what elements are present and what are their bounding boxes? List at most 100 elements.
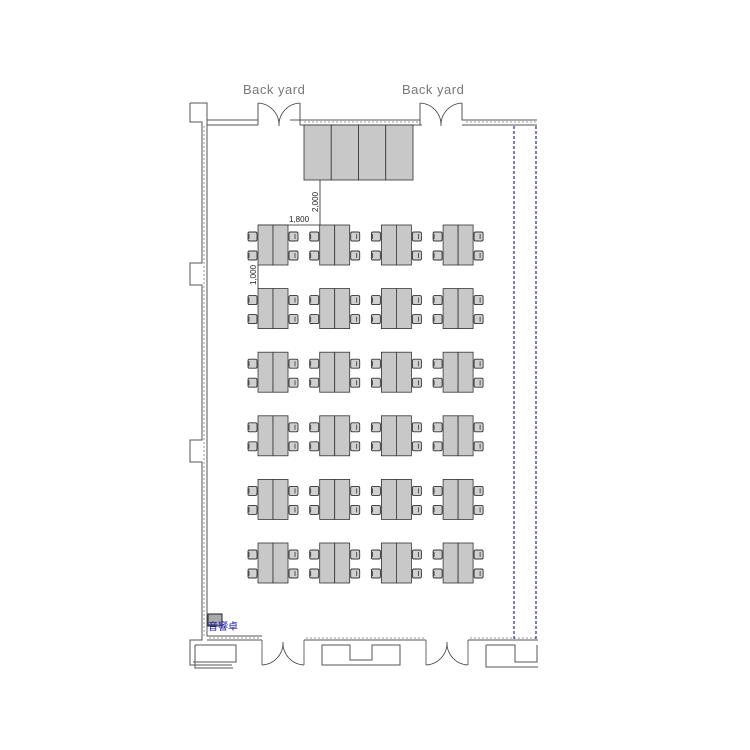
chair: [370, 231, 381, 242]
chair: [370, 549, 381, 560]
table-half: [457, 288, 474, 330]
table-group: [309, 288, 361, 330]
dimension-stage-gap: 2,000: [311, 191, 320, 212]
chair: [350, 441, 361, 452]
chair: [309, 231, 320, 242]
chair: [411, 485, 422, 496]
chair: [411, 358, 422, 369]
table-half: [319, 478, 336, 520]
chair: [309, 422, 320, 433]
chair: [309, 314, 320, 325]
chair: [350, 485, 361, 496]
table-half: [319, 542, 336, 584]
table-half: [395, 288, 412, 330]
chair: [247, 441, 258, 452]
table-half: [257, 478, 274, 520]
table-half: [272, 478, 289, 520]
chair: [473, 441, 484, 452]
table-half: [380, 478, 397, 520]
chair: [473, 568, 484, 579]
table-group: [309, 478, 361, 520]
chair: [432, 358, 443, 369]
chair: [350, 422, 361, 433]
table-group: [370, 288, 422, 330]
stage-panel: [330, 124, 359, 181]
chair: [309, 504, 320, 515]
table-half: [395, 542, 412, 584]
table-half: [395, 415, 412, 457]
chair: [473, 314, 484, 325]
chair: [473, 504, 484, 515]
table-half: [334, 351, 351, 393]
table-group: [309, 224, 361, 266]
table-half: [334, 288, 351, 330]
chair: [247, 295, 258, 306]
table-half: [380, 351, 397, 393]
sound-desk-label: 音響卓: [208, 620, 238, 633]
table-group: [309, 415, 361, 457]
stage-panel: [303, 124, 332, 181]
chair: [370, 377, 381, 388]
door-top-right: [419, 102, 463, 127]
table-half: [380, 224, 397, 266]
chair: [432, 568, 443, 579]
chair: [432, 250, 443, 261]
chair: [350, 295, 361, 306]
chair: [432, 295, 443, 306]
back-yard-label-right: Back yard: [402, 82, 464, 97]
chair: [432, 231, 443, 242]
walls: [189, 102, 538, 669]
chair: [473, 358, 484, 369]
table-group: [370, 542, 422, 584]
chair: [370, 358, 381, 369]
chair: [370, 441, 381, 452]
chair: [370, 568, 381, 579]
table-half: [442, 415, 459, 457]
chair: [473, 549, 484, 560]
chair: [473, 295, 484, 306]
table-group: [247, 415, 299, 457]
table-half: [257, 415, 274, 457]
table-half: [442, 542, 459, 584]
table-group: [247, 224, 299, 266]
chair: [411, 568, 422, 579]
chair: [247, 314, 258, 325]
chair: [309, 485, 320, 496]
chair: [473, 250, 484, 261]
back-yard-label-left: Back yard: [243, 82, 305, 97]
table-half: [334, 224, 351, 266]
table-grid: [247, 224, 484, 584]
stage-panel: [385, 124, 414, 181]
table-half: [395, 351, 412, 393]
table-half: [272, 542, 289, 584]
table-half: [272, 351, 289, 393]
chair: [288, 504, 299, 515]
stage-panel: [358, 124, 387, 181]
chair: [411, 250, 422, 261]
chair: [350, 250, 361, 261]
chair: [288, 295, 299, 306]
table-half: [380, 288, 397, 330]
table-half: [257, 288, 274, 330]
chair: [288, 485, 299, 496]
chair: [247, 377, 258, 388]
chair: [288, 441, 299, 452]
chair: [432, 422, 443, 433]
table-half: [457, 224, 474, 266]
table-group: [432, 415, 484, 457]
table-group: [432, 288, 484, 330]
table-half: [334, 542, 351, 584]
table-half: [457, 542, 474, 584]
table-group: [309, 351, 361, 393]
door-bottom-left: [261, 640, 305, 666]
table-half: [257, 224, 274, 266]
chair: [432, 314, 443, 325]
chair: [350, 314, 361, 325]
table-half: [395, 478, 412, 520]
table-half: [257, 351, 274, 393]
chair: [309, 441, 320, 452]
table-group: [247, 478, 299, 520]
table-half: [380, 542, 397, 584]
chair: [411, 314, 422, 325]
chair: [309, 568, 320, 579]
